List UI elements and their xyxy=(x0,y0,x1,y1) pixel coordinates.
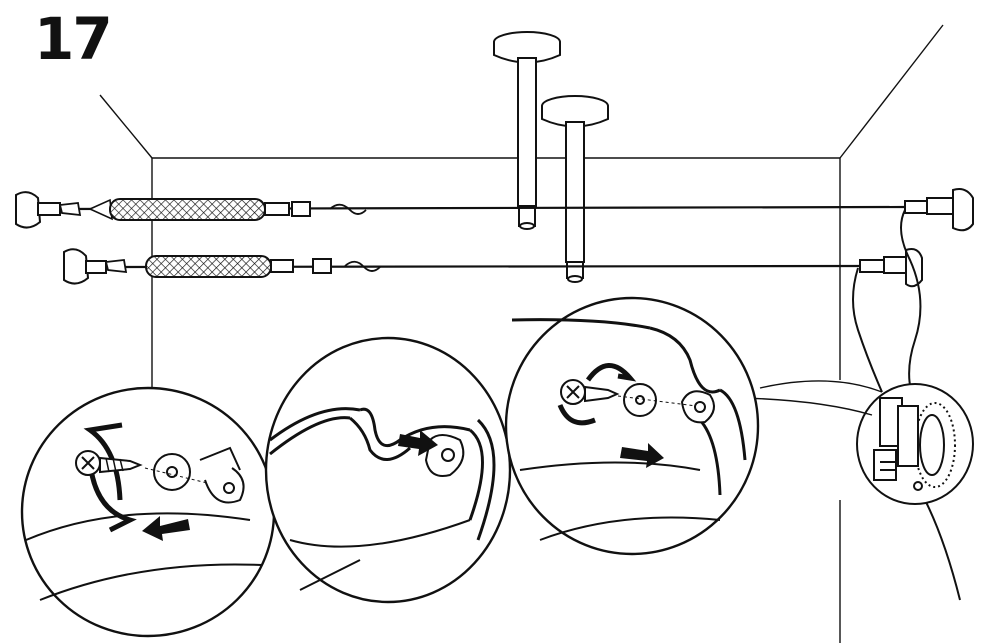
push-arrow-icon xyxy=(398,430,438,456)
screw-icon xyxy=(75,450,143,476)
junction-box-icon xyxy=(856,383,974,505)
step-number: 17 xyxy=(34,5,113,73)
push-arrow-icon xyxy=(620,443,664,468)
wire-tensioner-icon xyxy=(109,198,367,221)
detail-circle-2 xyxy=(264,336,512,604)
detail-circle-1 xyxy=(20,386,276,638)
ceiling-mount-icon xyxy=(493,31,561,230)
screw-icon xyxy=(560,379,620,405)
detail-circle-3 xyxy=(504,296,760,556)
detail-callout-lines xyxy=(741,380,883,416)
rotate-arrow-icon xyxy=(557,363,637,426)
wire-anchor-right-upper xyxy=(904,188,974,232)
power-cable xyxy=(852,209,961,601)
wire-tensioner-icon xyxy=(145,255,381,278)
push-arrow-icon xyxy=(142,516,190,541)
ceiling-mount-icon xyxy=(541,95,609,283)
